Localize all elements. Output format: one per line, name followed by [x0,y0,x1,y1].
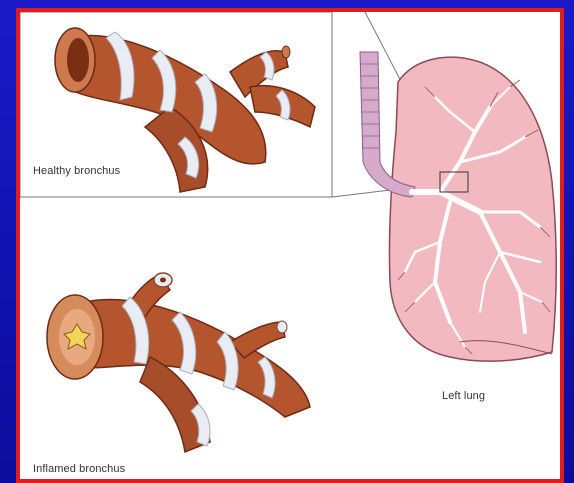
healthy-bronchus-label: Healthy bronchus [33,165,120,177]
diagram-panel: Healthy bronchus Inflamed bronchus Left … [16,8,564,483]
inflamed-bronchus-label: Inflamed bronchus [33,463,125,475]
left-lung-label: Left lung [442,390,485,402]
left-lung-drawing [360,52,556,361]
inflamed-bronchus-drawing [47,273,310,452]
bronchus-lung-illustration [20,12,560,479]
